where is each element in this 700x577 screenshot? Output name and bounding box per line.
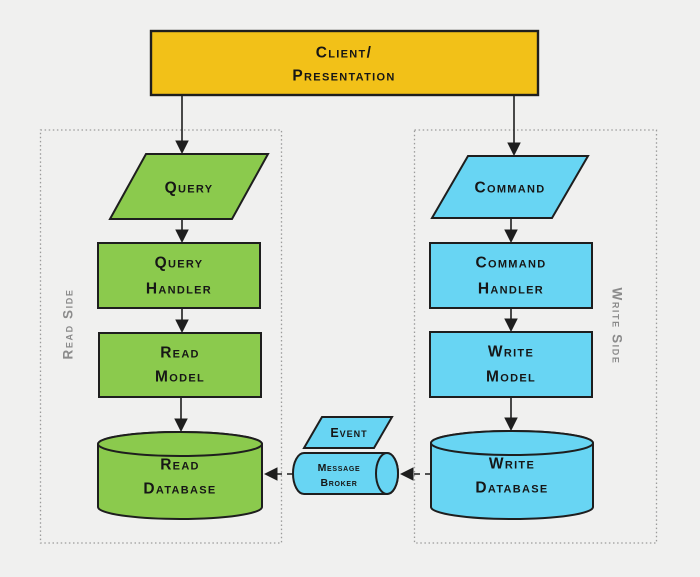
write-model-node: Write Model <box>429 331 593 398</box>
query-handler-label-line1: Query <box>155 255 204 272</box>
client-presentation-box <box>149 29 540 97</box>
message-broker-node: Message Broker <box>292 452 399 495</box>
query-handler-box <box>97 242 261 309</box>
query-parallelogram <box>108 153 270 220</box>
write-database-label-line2: Database <box>475 480 548 497</box>
client-presentation-node: Client/ Presentation <box>149 29 540 97</box>
client-label-line1: Client/ <box>316 45 372 62</box>
read-side-label: Read Side <box>61 289 76 360</box>
query-handler-node: Query Handler <box>97 242 261 309</box>
read-model-label-line1: Read <box>160 345 200 362</box>
write-database-cylinder-top <box>430 430 594 456</box>
read-model-box <box>98 332 262 398</box>
query-label: Query <box>165 180 214 197</box>
read-database-label-line1: Read <box>160 457 200 474</box>
message-broker-label-line2: Broker <box>320 477 357 489</box>
write-database-node: Write Database <box>430 430 594 520</box>
command-parallelogram <box>430 155 590 219</box>
command-handler-label-line2: Handler <box>478 281 544 298</box>
message-broker-label-line1: Message <box>318 462 361 474</box>
write-side-container <box>413 129 658 544</box>
command-handler-label-line1: Command <box>475 255 546 272</box>
message-broker-cylinder-cap <box>375 452 399 495</box>
read-database-node: Read Database <box>97 431 263 520</box>
command-handler-node: Command Handler <box>429 242 593 309</box>
query-handler-label-line2: Handler <box>146 281 212 298</box>
event-label: Event <box>330 426 367 440</box>
read-model-node: Read Model <box>98 332 262 398</box>
write-database-label-line1: Write <box>489 456 535 473</box>
command-label: Command <box>474 180 545 197</box>
read-side-container <box>39 129 283 544</box>
write-model-label-line1: Write <box>488 344 534 361</box>
client-label-line2: Presentation <box>292 68 395 85</box>
write-side-label: Write Side <box>610 287 625 364</box>
read-database-label-line2: Database <box>143 481 216 498</box>
command-node: Command <box>430 155 590 219</box>
query-node: Query <box>108 153 270 220</box>
event-node: Event <box>302 416 394 449</box>
event-parallelogram <box>302 416 394 449</box>
write-model-label-line2: Model <box>486 369 536 386</box>
read-model-label-line2: Model <box>155 369 205 386</box>
command-handler-box <box>429 242 593 309</box>
write-model-box <box>429 331 593 398</box>
read-database-cylinder-top <box>97 431 263 457</box>
